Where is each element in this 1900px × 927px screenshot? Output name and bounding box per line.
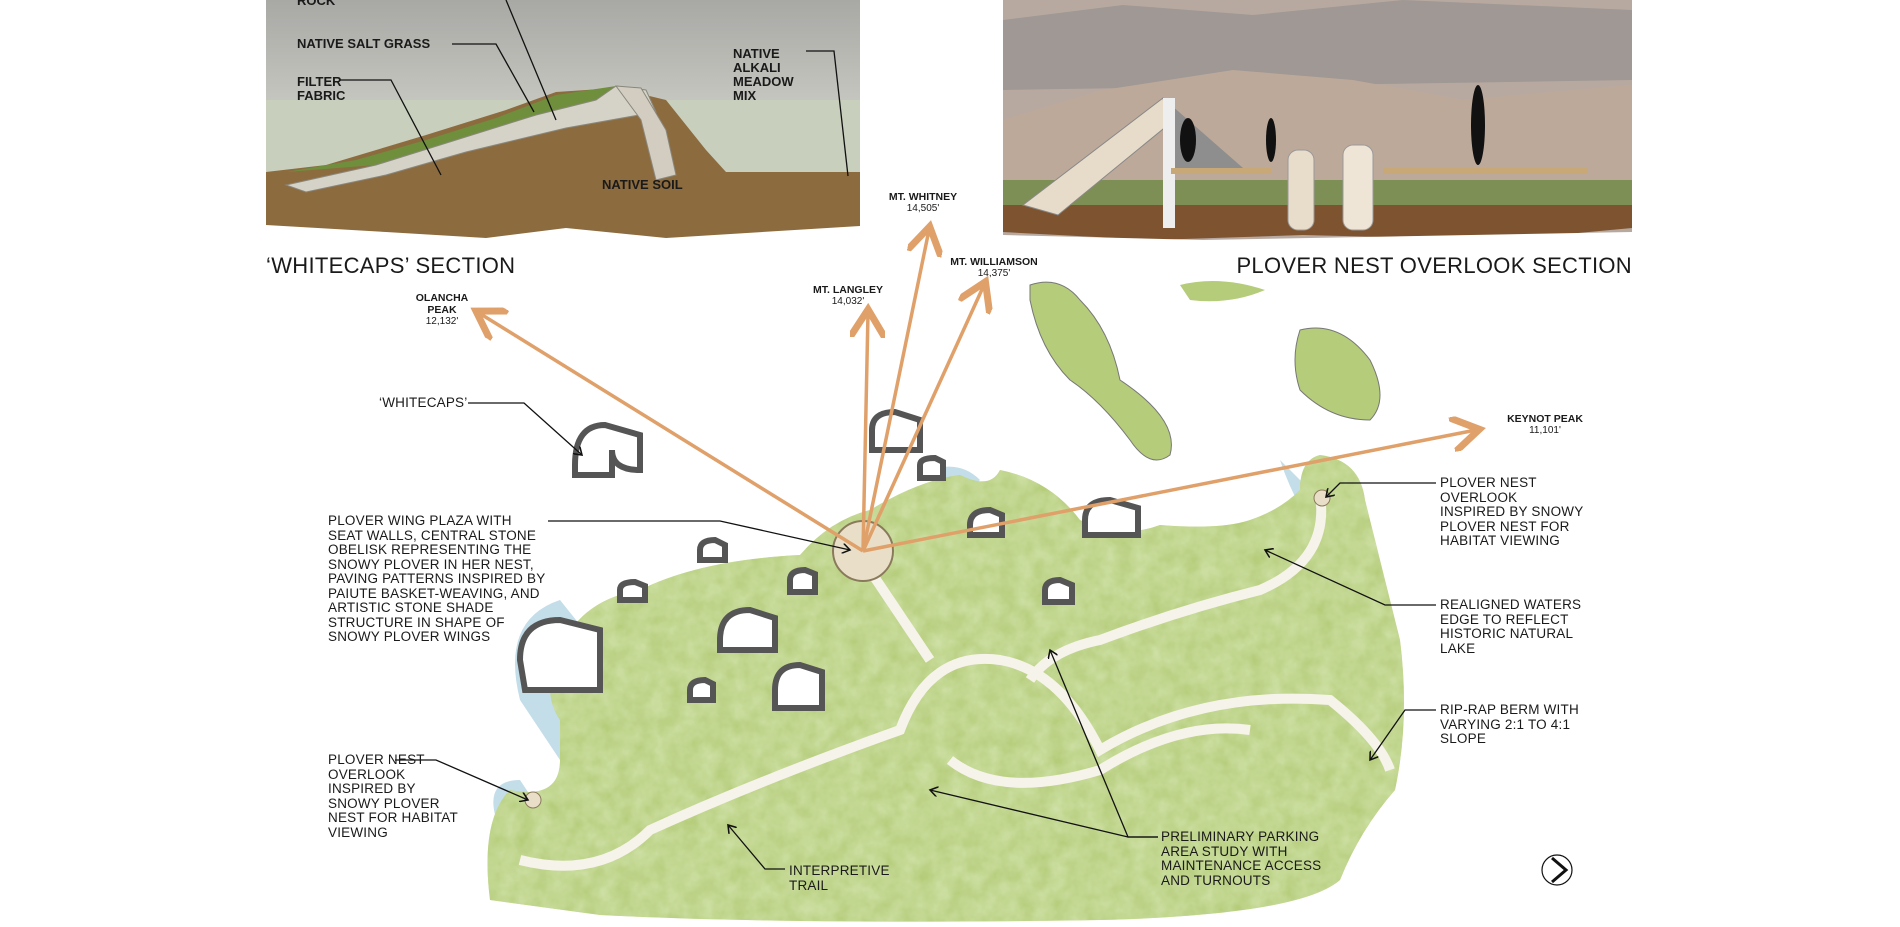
arrow-olancha bbox=[479, 313, 864, 553]
peak-elevation: 12,132' bbox=[425, 316, 459, 327]
callout-plaza: PLOVER WING PLAZA WITH SEAT WALLS, CENTR… bbox=[328, 513, 546, 644]
north-arrow-icon bbox=[1541, 854, 1573, 886]
callout-trail: INTERPRETIVE TRAIL bbox=[789, 863, 890, 893]
filter-fabric-label: FILTER FABRIC bbox=[297, 74, 346, 103]
peak-elevation: 14,032' bbox=[831, 296, 865, 307]
peak-elevation: 11,101' bbox=[1529, 425, 1561, 436]
overlook-section-title: PLOVER NEST OVERLOOK SECTION bbox=[1236, 253, 1632, 278]
whitecaps-section-drawing bbox=[266, 0, 860, 242]
whitecaps-section-image: ROCK NATIVE SALT GRASS FILTER FABRIC NAT… bbox=[266, 0, 860, 242]
peak-name: MT. WILLIAMSON bbox=[950, 256, 1038, 268]
callout-whitecaps: ‘WHITECAPS’ bbox=[379, 395, 468, 410]
peak-name: MT. LANGLEY bbox=[813, 284, 883, 296]
callout-riprap: RIP-RAP BERM WITH VARYING 2:1 TO 4:1 SLO… bbox=[1440, 702, 1579, 746]
callout-leaders bbox=[395, 402, 1436, 870]
overlook-east-marker bbox=[1313, 489, 1331, 507]
salt-grass-label: NATIVE SALT GRASS bbox=[297, 36, 431, 51]
rock-label: ROCK bbox=[297, 0, 336, 8]
callout-parking: PRELIMINARY PARKING AREA STUDY WITH MAIN… bbox=[1161, 829, 1322, 888]
alkali-meadow-label: NATIVE ALKALI MEADOW MIX bbox=[733, 46, 794, 103]
callout-overlook-east: PLOVER NEST OVERLOOK INSPIRED BY SNOWY P… bbox=[1440, 475, 1584, 548]
arrow-keynot bbox=[862, 430, 1476, 553]
native-soil-label: NATIVE SOIL bbox=[602, 177, 683, 192]
whitecaps-structures bbox=[516, 408, 1141, 711]
peak-name: OLANCHA PEAK bbox=[415, 292, 469, 316]
overlook-section-image bbox=[1003, 0, 1632, 240]
callout-waters-edge: REALIGNED WATERS EDGE TO REFLECT HISTORI… bbox=[1440, 597, 1582, 656]
peak-name: KEYNOT PEAK bbox=[1507, 413, 1583, 425]
peak-elevation: 14,505' bbox=[906, 203, 940, 214]
arrow-williamson bbox=[861, 285, 984, 552]
peak-elevation: 14,375' bbox=[977, 268, 1011, 279]
section-leader-lines bbox=[340, 0, 849, 177]
overlook-section-drawing bbox=[1003, 0, 1632, 240]
view-arrows bbox=[479, 230, 1476, 553]
arrow-whitney bbox=[861, 230, 929, 552]
callout-overlook-west: PLOVER NEST OVERLOOK INSPIRED BY SNOWY P… bbox=[328, 752, 458, 840]
whitecaps-section-title: ‘WHITECAPS’ SECTION bbox=[266, 253, 516, 278]
arrow-langley bbox=[863, 313, 868, 552]
peak-name: MT. WHITNEY bbox=[888, 191, 958, 203]
